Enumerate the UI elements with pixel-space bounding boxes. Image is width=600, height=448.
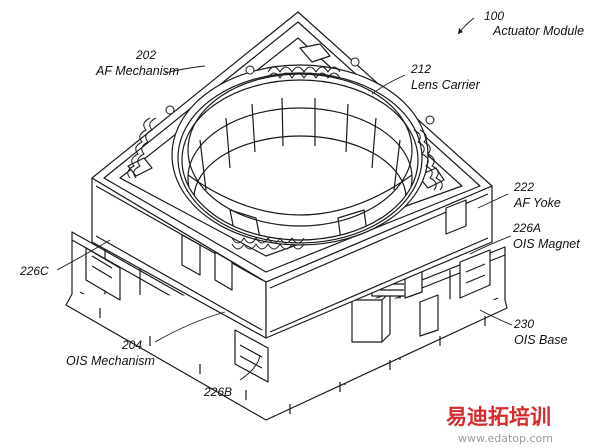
label-actuator-module: Actuator Module xyxy=(492,24,584,38)
callout-ois-mechanism: 204 OIS Mechanism xyxy=(66,338,155,368)
label-num-212: 212 xyxy=(410,62,431,76)
leader-204 xyxy=(154,311,226,343)
label-num-204: 204 xyxy=(121,338,142,352)
leader-226a xyxy=(469,235,512,255)
callout-lens-carrier: 212 Lens Carrier xyxy=(410,62,481,92)
callout-ois-base: 230 OIS Base xyxy=(513,317,568,347)
leader-212 xyxy=(371,74,406,95)
label-num-222: 222 xyxy=(513,180,534,194)
leader-222 xyxy=(477,193,509,209)
label-num-100: 100 xyxy=(484,9,504,23)
leader-202 xyxy=(164,65,206,74)
label-num-230: 230 xyxy=(513,317,534,331)
watermark-cn-text: 易迪拓培训 xyxy=(446,405,551,429)
label-ois-magnet: OIS Magnet xyxy=(513,237,580,251)
leader-226b xyxy=(239,354,261,381)
label-num-226c: 226C xyxy=(19,264,49,278)
ois-base-assembly xyxy=(65,231,508,421)
label-af-mechanism: AF Mechanism xyxy=(95,64,179,78)
label-ois-base: OIS Base xyxy=(514,333,568,347)
callout-af-mechanism: 202 AF Mechanism xyxy=(95,48,179,78)
watermark: 易迪拓培训 www.edatop.com xyxy=(446,405,553,445)
lens-carrier xyxy=(171,64,429,246)
label-num-226b: 226B xyxy=(203,385,232,399)
label-ois-mechanism: OIS Mechanism xyxy=(66,354,155,368)
leader-230 xyxy=(479,309,513,326)
callout-af-yoke: 222 AF Yoke xyxy=(513,180,561,210)
callout-226c: 226C xyxy=(19,264,49,278)
callout-ois-magnet: 226A OIS Magnet xyxy=(512,221,580,251)
leader-lines xyxy=(56,17,513,381)
watermark-url: www.edatop.com xyxy=(458,432,553,445)
label-lens-carrier: Lens Carrier xyxy=(411,78,481,92)
af-springs xyxy=(127,57,443,250)
label-af-yoke: AF Yoke xyxy=(513,196,561,210)
label-num-226a: 226A xyxy=(512,221,541,235)
callout-actuator-module: 100 Actuator Module xyxy=(484,9,584,38)
label-num-202: 202 xyxy=(135,48,156,62)
callout-226b: 226B xyxy=(203,385,232,399)
leader-226c xyxy=(56,239,111,271)
